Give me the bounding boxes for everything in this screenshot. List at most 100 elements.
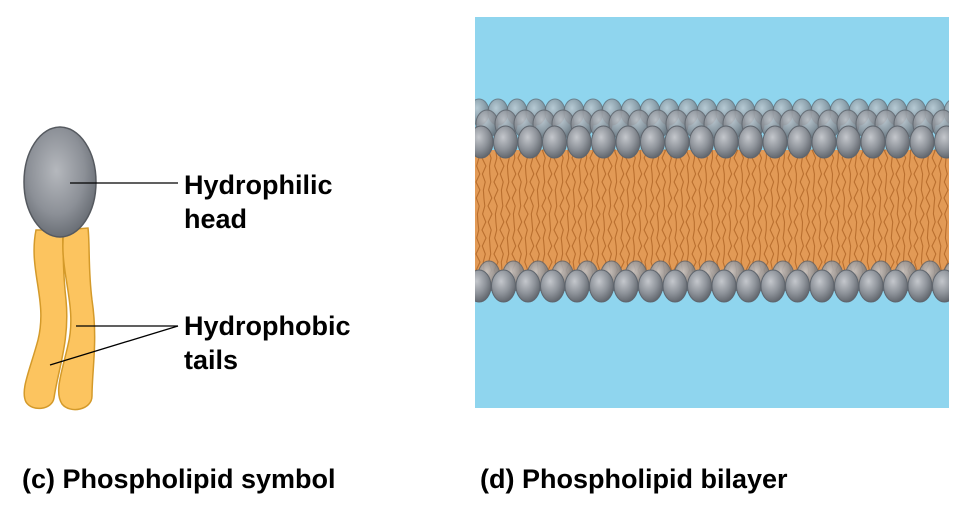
tail-line <box>493 149 499 279</box>
tail-line <box>559 149 565 279</box>
lipid-head <box>564 269 590 303</box>
lipid-head <box>689 125 714 159</box>
lipid-head <box>787 125 812 159</box>
tail-line <box>847 149 853 279</box>
lipid-head <box>836 125 861 159</box>
tail-line <box>703 149 709 279</box>
lipid-head <box>664 125 690 159</box>
tail-line <box>829 149 835 279</box>
symbol-head <box>23 126 97 238</box>
tail-line <box>535 149 541 279</box>
tail-line <box>577 149 583 279</box>
lipid-head <box>542 125 567 159</box>
lipid-head <box>711 269 737 303</box>
tail-line <box>565 149 571 279</box>
tail-line <box>811 149 817 279</box>
tail-line <box>721 149 727 279</box>
tail-line <box>775 149 781 279</box>
tail-line <box>643 149 649 279</box>
lipid-head <box>760 269 786 303</box>
tail-line <box>529 149 535 279</box>
tail-line <box>685 149 691 279</box>
tail-line <box>769 149 775 279</box>
tail-line <box>709 149 715 279</box>
bottom-heads-front-row <box>475 269 949 303</box>
head-label-line1: Hydrophilic <box>184 170 333 200</box>
tail-line <box>571 149 577 279</box>
lipid-head <box>589 269 614 303</box>
tail-leader-line-lower <box>49 325 179 366</box>
tail-line <box>553 149 559 279</box>
lipid-head <box>738 125 763 159</box>
lipid-head <box>907 269 933 303</box>
lipid-head <box>662 269 688 303</box>
tail-line <box>805 149 811 279</box>
tail-line <box>841 149 847 279</box>
lipid-head <box>932 269 949 303</box>
tail-line <box>835 149 841 279</box>
tail-line <box>739 149 745 279</box>
lipid-head <box>809 269 835 303</box>
lipid-head <box>811 125 837 159</box>
tail-line <box>925 149 931 279</box>
lipid-head <box>883 269 908 303</box>
lipid-head <box>736 269 761 303</box>
lipid-head <box>493 125 518 159</box>
tail-line <box>763 149 769 279</box>
tail-line <box>877 149 883 279</box>
head-label-line2: head <box>184 204 247 234</box>
lipid-head <box>834 269 859 303</box>
lipid-head <box>785 269 810 303</box>
tail-line <box>547 149 553 279</box>
tail-line <box>655 149 661 279</box>
lipid-head <box>713 125 739 159</box>
tail-line <box>613 149 619 279</box>
tail-line <box>715 149 721 279</box>
tail-line <box>799 149 805 279</box>
lipid-head <box>475 125 494 159</box>
tail-line <box>895 149 901 279</box>
tail-line <box>631 149 637 279</box>
tail-line <box>787 149 793 279</box>
tail-line <box>661 149 667 278</box>
tail-label-line2: tails <box>184 345 238 375</box>
tail-line <box>619 149 625 279</box>
lipid-head <box>566 125 592 159</box>
tail-line <box>901 149 907 279</box>
tail-line <box>733 149 739 279</box>
lipid-head <box>638 269 663 303</box>
tail-line <box>679 149 685 279</box>
tail-line <box>667 149 673 279</box>
lipid-head <box>860 125 886 159</box>
tail-line <box>745 149 751 279</box>
tail-line <box>913 149 919 279</box>
tail-line <box>523 149 529 279</box>
tail-line <box>781 149 787 279</box>
lipid-head <box>615 125 641 159</box>
symbol-tail-right <box>57 227 96 411</box>
tail-line <box>649 149 655 279</box>
lipid-head <box>491 269 516 303</box>
tail-line <box>637 149 643 279</box>
tail-line <box>487 149 493 279</box>
lipid-head <box>640 125 665 159</box>
tail-line <box>697 149 703 279</box>
tail-line <box>481 149 487 279</box>
lipid-head <box>591 125 616 159</box>
tail-line <box>511 149 517 279</box>
lipid-head <box>934 125 949 159</box>
lipid-head <box>762 125 788 159</box>
tail-line <box>853 149 859 279</box>
tail-line <box>757 149 763 279</box>
tail-line <box>931 149 937 279</box>
tail-line <box>859 149 865 279</box>
tail-line <box>889 149 895 279</box>
caption-phospholipid-symbol: (c) Phospholipid symbol <box>22 464 336 494</box>
lipid-head <box>858 269 884 303</box>
lipid-head <box>540 269 565 303</box>
tail-line <box>583 149 589 279</box>
top-heads-back-row <box>475 98 949 139</box>
tail-line <box>865 149 871 279</box>
tail-line <box>499 149 505 279</box>
